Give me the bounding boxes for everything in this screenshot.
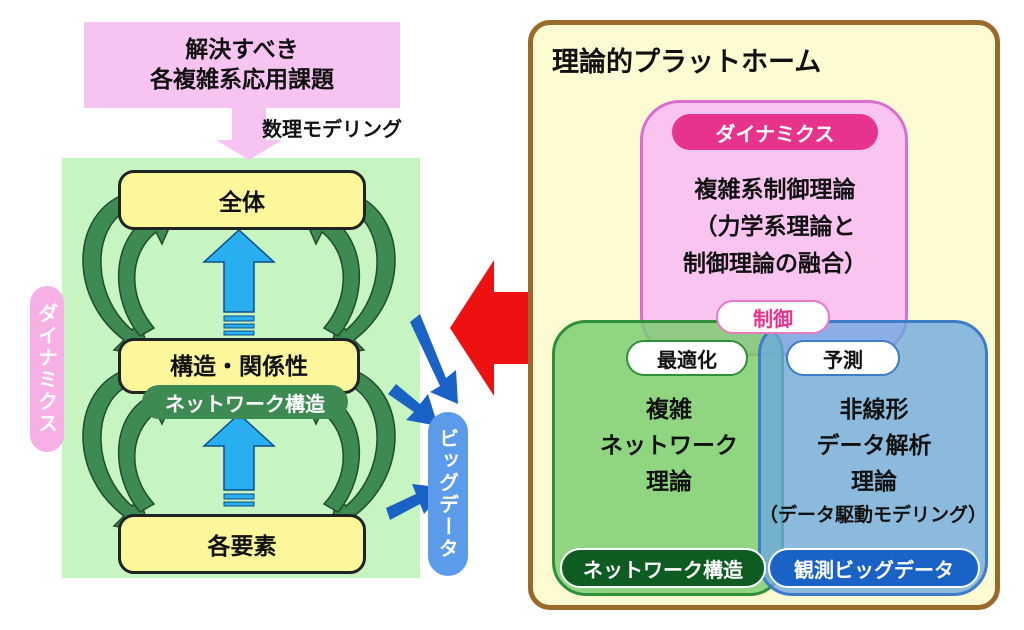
network-structure-tag-right: ネットワーク構造 bbox=[560, 548, 766, 588]
cyan-up-arrow-lower bbox=[202, 412, 276, 491]
cyan-up-arrow-upper bbox=[202, 228, 276, 313]
blue-arrow-top bbox=[410, 314, 458, 404]
cyan-bar-lower-2 bbox=[223, 501, 255, 507]
cyan-bar-upper-1 bbox=[223, 315, 255, 322]
prediction-label: 予測 bbox=[786, 340, 900, 376]
dynamics-line-2: （力学系理論と bbox=[694, 214, 856, 240]
analysis-theory-text: 非線形 データ解析 理論 bbox=[758, 392, 990, 500]
modeling-down-arrow bbox=[216, 108, 282, 160]
analysis-line-1: 非線形 bbox=[839, 397, 909, 423]
whole-box: 全体 bbox=[118, 170, 366, 230]
elements-box: 各要素 bbox=[118, 514, 366, 574]
modeling-label: 数理モデリング bbox=[262, 117, 402, 141]
problem-line-1: 解決すべき bbox=[185, 37, 299, 63]
observed-bigdata-tag: 観測ビッグデータ bbox=[768, 548, 980, 588]
network-theory-text: 複雑 ネットワーク 理論 bbox=[566, 392, 772, 500]
cyan-bar-upper-2 bbox=[223, 323, 255, 329]
analysis-line-3: 理論 bbox=[851, 469, 897, 495]
dynamics-label: ダイナミクス bbox=[672, 114, 878, 150]
dynamics-theory-text: 複雑系制御理論 （力学系理論と 制御理論の融合） bbox=[648, 172, 902, 283]
structure-box: 構造・関係性 bbox=[118, 338, 360, 394]
network-line-1: 複雑 bbox=[646, 397, 692, 423]
cyan-bar-lower-1 bbox=[223, 493, 255, 500]
dynamics-vertical-label: ダイナミクス bbox=[30, 286, 64, 452]
bigdata-vertical-label: ビッグデータ bbox=[428, 412, 468, 576]
network-line-3: 理論 bbox=[646, 469, 692, 495]
red-left-arrow bbox=[450, 260, 528, 396]
blue-arrow-middle bbox=[388, 384, 438, 426]
cyan-bar-upper-3 bbox=[223, 330, 255, 336]
network-structure-tag: ネットワーク構造 bbox=[142, 385, 348, 419]
platform-title: 理論的プラットホーム bbox=[552, 47, 822, 78]
optimization-label: 最適化 bbox=[626, 340, 748, 376]
analysis-subtitle: （データ駆動モデリング） bbox=[758, 504, 987, 526]
control-label: 制御 bbox=[716, 300, 830, 334]
analysis-line-2: データ解析 bbox=[816, 433, 932, 459]
problem-box: 解決すべき 各複雑系応用課題 bbox=[84, 22, 400, 108]
dynamics-line-3: 制御理論の融合） bbox=[683, 251, 867, 277]
network-line-2: ネットワーク bbox=[600, 433, 738, 459]
dynamics-line-1: 複雑系制御理論 bbox=[694, 177, 856, 203]
problem-line-2: 各複雑系応用課題 bbox=[150, 67, 334, 93]
